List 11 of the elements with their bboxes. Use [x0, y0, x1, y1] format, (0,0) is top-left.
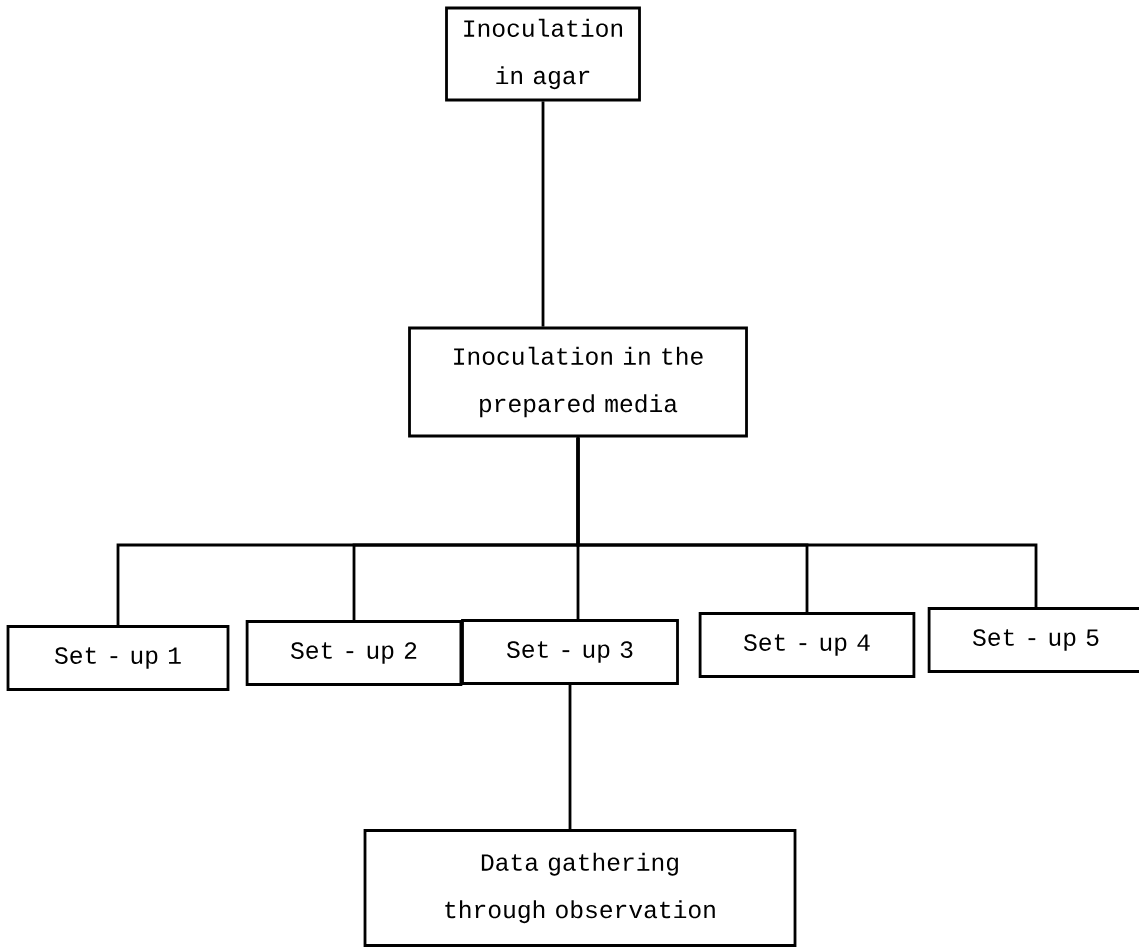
process-box: Set - up 5 — [927, 607, 1139, 673]
connector-line — [541, 101, 545, 327]
process-box: Set - up 3 — [461, 619, 679, 685]
connector-line — [568, 684, 572, 830]
process-box: Set - up 4 — [698, 612, 916, 678]
connector-line — [576, 437, 1038, 608]
process-box: Set - up 1 — [6, 625, 230, 691]
process-box: Data gathering through observation — [363, 829, 797, 947]
process-box: Set - up 2 — [245, 620, 463, 686]
process-box: Inoculation in the prepared media — [408, 326, 748, 438]
process-box: Inoculation in agar — [445, 6, 641, 102]
